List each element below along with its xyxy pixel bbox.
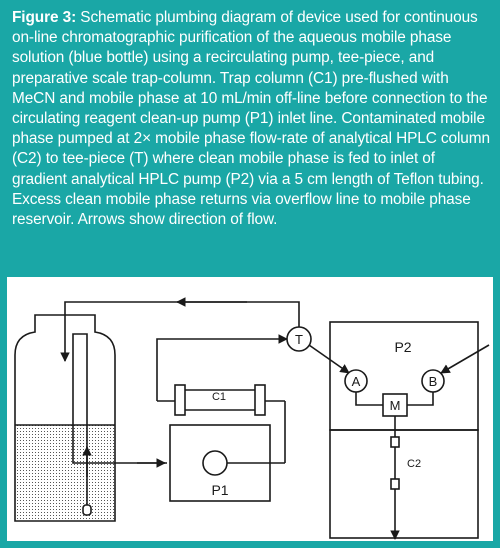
label-p2: P2	[394, 339, 411, 355]
label-tee: T	[295, 332, 303, 347]
b-to-mixer-line	[407, 392, 434, 406]
p1-inlet-line	[72, 333, 167, 513]
inlet-b-feed	[440, 344, 490, 374]
mobile-phase-bottle	[14, 314, 116, 522]
label-m: M	[390, 398, 401, 413]
label-c2: C2	[407, 458, 421, 470]
c1-left-fitting	[174, 384, 186, 416]
label-c1: C1	[212, 391, 226, 403]
tee-piece	[286, 326, 312, 352]
c1-to-tee-line	[156, 334, 288, 401]
figure-caption: Figure 3: Schematic plumbing diagram of …	[12, 8, 490, 230]
diagram-panel: C1 P1 T P2 A B M C2	[7, 277, 493, 541]
caption-text: Schematic plumbing diagram of device use…	[12, 9, 490, 229]
overflow-return-line	[60, 301, 300, 362]
c2-bottom-fitting	[390, 478, 400, 490]
figure-label: Figure 3:	[12, 9, 77, 26]
label-a: A	[352, 374, 361, 389]
c2-top-fitting	[390, 436, 400, 448]
a-to-mixer-line	[355, 392, 383, 406]
column-compartment	[329, 429, 479, 539]
inlet-filter	[82, 504, 92, 516]
label-p1: P1	[211, 482, 228, 498]
plumbing-diagram: C1 P1 T P2 A B M C2	[14, 297, 490, 540]
c1-right-fitting	[254, 384, 266, 416]
tee-to-a-line	[308, 344, 350, 374]
label-b: B	[429, 374, 438, 389]
mobile-phase-liquid	[15, 425, 115, 521]
pump-p1-head	[202, 450, 228, 476]
